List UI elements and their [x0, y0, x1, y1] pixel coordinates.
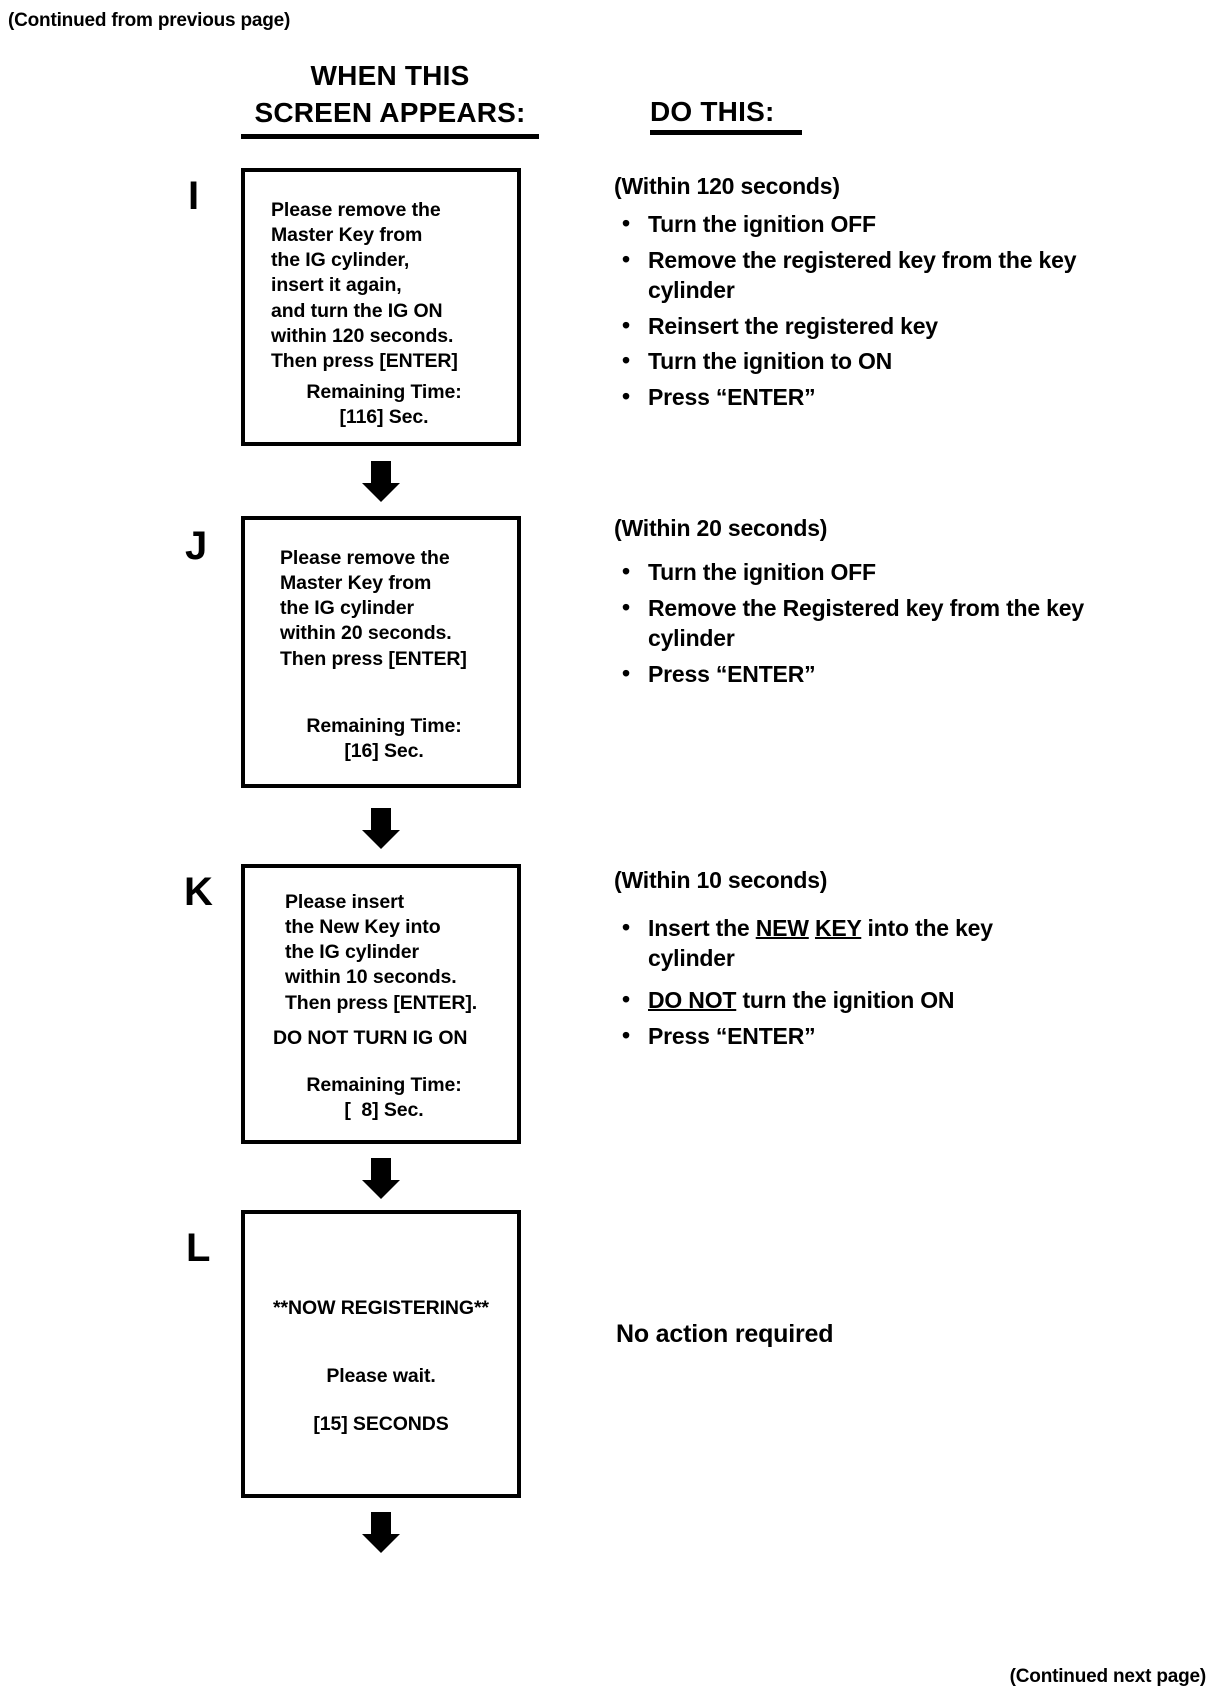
column-header-do-this: DO THIS:	[650, 96, 802, 135]
screen-body-i: Please remove the Master Key from the IG…	[271, 199, 458, 372]
list-item: Press “ENTER”	[614, 659, 1094, 690]
k-bullet1-key-underline: KEY	[814, 914, 862, 941]
step-letter-k: K	[184, 870, 213, 914]
down-arrow-icon	[359, 1510, 403, 1554]
list-item: Turn the ignition to ON	[614, 346, 1084, 377]
column-header-do-this-underline	[650, 130, 802, 135]
list-item: Press “ENTER”	[614, 382, 1084, 413]
k-bullet1-post: into the key cylinder	[648, 914, 993, 971]
list-item: DO NOT turn the ignition ON	[614, 985, 1084, 1016]
screen-title-l: **NOW REGISTERING**	[273, 1297, 489, 1319]
screen-body-j: Please remove the Master Key from the IG…	[280, 547, 467, 670]
screen-remaining-value-k: [ 8] Sec.	[344, 1099, 424, 1121]
column-header-line2: SCREEN APPEARS:	[254, 96, 526, 128]
k-bullet1-pre: Insert the	[648, 914, 756, 941]
list-item: Remove the registered key from the key c…	[614, 245, 1084, 306]
instructions-i-list: Turn the ignition OFF Remove the registe…	[614, 209, 1084, 413]
instructions-l-note: No action required	[616, 1320, 834, 1348]
column-header-line1: WHEN THIS	[310, 60, 470, 91]
step-letter-j: J	[185, 524, 208, 568]
screen-seconds-l: [15] SECONDS	[313, 1413, 449, 1435]
instructions-k-within: (Within 10 seconds)	[614, 867, 828, 893]
list-item: Insert the NEW KEY into the key cylinder	[614, 913, 1084, 974]
list-item: Reinsert the registered key	[614, 311, 1084, 342]
continued-from-previous-note: (Continued from previous page)	[8, 10, 291, 31]
down-arrow-icon	[359, 459, 403, 503]
screen-wait-l: Please wait.	[326, 1365, 436, 1387]
screen-box-j: Please remove the Master Key from the IG…	[241, 516, 521, 788]
instructions-k-list: Insert the NEW KEY into the key cylinder…	[614, 913, 1084, 1052]
list-item: Remove the Registered key from the key c…	[614, 593, 1094, 654]
screen-remaining-label-j: Remaining Time:	[306, 715, 462, 737]
screen-box-l: **NOW REGISTERING** Please wait. [15] SE…	[241, 1210, 521, 1498]
instructions-j: (Within 20 seconds) Turn the ignition OF…	[614, 514, 1094, 695]
screen-box-k: Please insert the New Key into the IG cy…	[241, 864, 521, 1144]
list-item: Turn the ignition OFF	[614, 557, 1094, 588]
screen-remaining-value-i: [116] Sec.	[339, 406, 429, 428]
step-letter-l: L	[186, 1226, 211, 1270]
step-letter-i: I	[188, 174, 200, 218]
screen-warning-k: DO NOT TURN IG ON	[273, 1027, 468, 1049]
continued-next-page-note: (Continued next page)	[1009, 1666, 1207, 1687]
screen-remaining-label-k: Remaining Time:	[306, 1074, 462, 1096]
down-arrow-icon	[359, 806, 403, 850]
k-bullet2-donot-underline: DO NOT	[648, 986, 737, 1013]
instructions-k: (Within 10 seconds) Insert the NEW KEY i…	[614, 866, 1084, 1057]
screen-remaining-value-j: [16] Sec.	[344, 740, 424, 762]
instructions-j-within: (Within 20 seconds)	[614, 515, 828, 541]
screen-body-k: Please insert the New Key into the IG cy…	[285, 891, 478, 1014]
k-bullet2-post: turn the ignition ON	[736, 986, 955, 1013]
down-arrow-icon	[359, 1156, 403, 1200]
column-header-underline	[241, 133, 539, 139]
column-header-when-screen-appears: WHEN THIS SCREEN APPEARS:	[212, 58, 568, 139]
instructions-i: (Within 120 seconds) Turn the ignition O…	[614, 172, 1084, 419]
instructions-i-within: (Within 120 seconds)	[614, 173, 840, 199]
screen-box-i: Please remove the Master Key from the IG…	[241, 168, 521, 446]
column-header-do-this-label: DO THIS:	[650, 96, 775, 127]
screen-remaining-label-i: Remaining Time:	[306, 381, 462, 403]
list-item: Turn the ignition OFF	[614, 209, 1084, 240]
k-bullet1-new-underline: NEW	[755, 914, 809, 941]
instructions-j-list: Turn the ignition OFF Remove the Registe…	[614, 557, 1094, 690]
list-item: Press “ENTER”	[614, 1021, 1084, 1052]
